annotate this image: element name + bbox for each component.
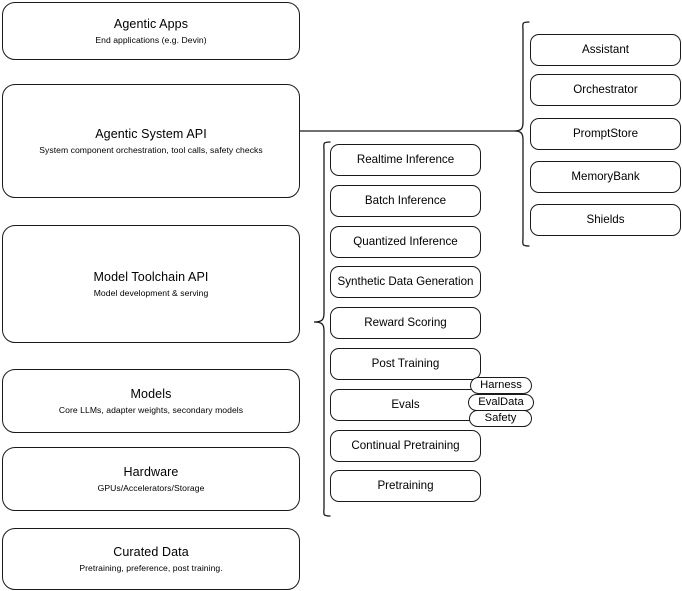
evals-pill-evaldata[interactable]: EvalData — [468, 394, 534, 411]
layer-box-hardware[interactable]: Hardware GPUs/Accelerators/Storage — [2, 447, 300, 511]
toolchain-chip-quantized-inference[interactable]: Quantized Inference — [330, 226, 481, 258]
toolchain-chip-synthetic-data-generation[interactable]: Synthetic Data Generation — [330, 266, 481, 298]
layer-title: Agentic Apps — [113, 16, 189, 31]
layer-title: Curated Data — [113, 544, 189, 559]
layer-subtitle: Core LLMs, adapter weights, secondary mo… — [58, 404, 244, 415]
toolchain-chip-evals[interactable]: Evals — [330, 389, 481, 421]
layer-box-curated-data[interactable]: Curated Data Pretraining, preference, po… — [2, 528, 300, 590]
layer-title: Model Toolchain API — [93, 269, 209, 284]
layer-subtitle: GPUs/Accelerators/Storage — [97, 482, 205, 493]
layer-subtitle: End applications (e.g. Devin) — [95, 34, 207, 45]
system-api-connector-line — [300, 120, 515, 142]
system-chip-orchestrator[interactable]: Orchestrator — [530, 74, 681, 106]
system-chip-shields[interactable]: Shields — [530, 204, 681, 236]
toolchain-chip-batch-inference[interactable]: Batch Inference — [330, 185, 481, 217]
toolchain-chip-realtime-inference[interactable]: Realtime Inference — [330, 144, 481, 176]
system-components-brace — [512, 20, 532, 248]
layer-box-agentic-apps[interactable]: Agentic Apps End applications (e.g. Devi… — [2, 2, 300, 60]
toolchain-chip-reward-scoring[interactable]: Reward Scoring — [330, 307, 481, 339]
layer-title: Models — [130, 386, 172, 401]
toolchain-chip-continual-pretraining[interactable]: Continual Pretraining — [330, 430, 481, 462]
system-chip-promptstore[interactable]: PromptStore — [530, 118, 681, 150]
layer-title: Agentic System API — [95, 126, 207, 141]
evals-pill-safety[interactable]: Safety — [469, 410, 532, 427]
layer-box-agentic-system-api[interactable]: Agentic System API System component orch… — [2, 84, 300, 198]
layer-subtitle: Model development & serving — [93, 287, 209, 298]
layer-title: Hardware — [123, 464, 179, 479]
toolchain-chip-pretraining[interactable]: Pretraining — [330, 470, 481, 502]
evals-pill-harness[interactable]: Harness — [470, 377, 532, 394]
layer-box-model-toolchain-api[interactable]: Model Toolchain API Model development & … — [2, 225, 300, 343]
system-chip-memorybank[interactable]: MemoryBank — [530, 161, 681, 193]
layer-subtitle: Pretraining, preference, post training. — [79, 562, 223, 573]
layer-box-models[interactable]: Models Core LLMs, adapter weights, secon… — [2, 369, 300, 433]
system-chip-assistant[interactable]: Assistant — [530, 34, 681, 66]
toolchain-chip-post-training[interactable]: Post Training — [330, 348, 481, 380]
layer-subtitle: System component orchestration, tool cal… — [39, 144, 263, 155]
